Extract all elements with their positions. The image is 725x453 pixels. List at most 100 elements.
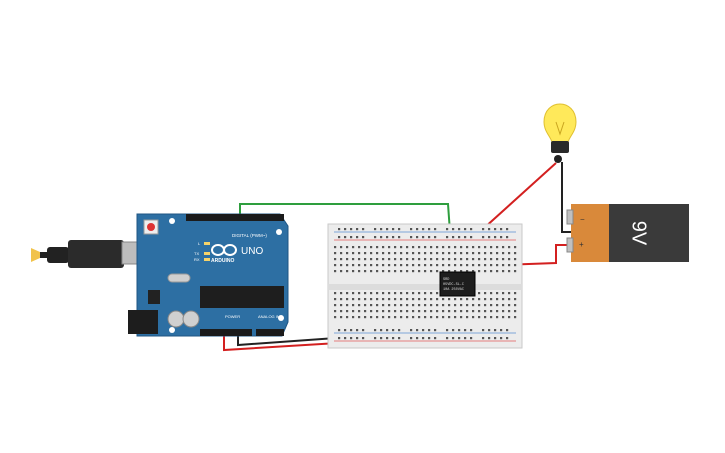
red-wire-5v[interactable] bbox=[223, 330, 339, 352]
breadboard-hole[interactable] bbox=[452, 236, 455, 239]
breadboard-hole[interactable] bbox=[398, 236, 401, 239]
breadboard-hole[interactable] bbox=[352, 264, 355, 267]
breadboard-hole[interactable] bbox=[454, 304, 457, 307]
breadboard-hole[interactable] bbox=[434, 236, 437, 239]
breadboard-hole[interactable] bbox=[502, 252, 505, 255]
breadboard-hole[interactable] bbox=[478, 270, 481, 273]
breadboard-hole[interactable] bbox=[514, 292, 517, 295]
breadboard-hole[interactable] bbox=[460, 316, 463, 319]
breadboard-hole[interactable] bbox=[346, 316, 349, 319]
breadboard-hole[interactable] bbox=[478, 316, 481, 319]
breadboard-hole[interactable] bbox=[352, 298, 355, 301]
breadboard-hole[interactable] bbox=[446, 228, 449, 231]
breadboard-hole[interactable] bbox=[508, 304, 511, 307]
breadboard-hole[interactable] bbox=[442, 298, 445, 301]
breadboard-hole[interactable] bbox=[392, 329, 395, 332]
breadboard-hole[interactable] bbox=[484, 246, 487, 249]
breadboard-hole[interactable] bbox=[482, 337, 485, 340]
breadboard-hole[interactable] bbox=[394, 292, 397, 295]
breadboard-hole[interactable] bbox=[494, 337, 497, 340]
breadboard-hole[interactable] bbox=[358, 246, 361, 249]
breadboard-hole[interactable] bbox=[466, 310, 469, 313]
breadboard-hole[interactable] bbox=[496, 298, 499, 301]
breadboard-hole[interactable] bbox=[370, 316, 373, 319]
breadboard-hole[interactable] bbox=[406, 292, 409, 295]
breadboard-hole[interactable] bbox=[502, 292, 505, 295]
breadboard-hole[interactable] bbox=[514, 264, 517, 267]
breadboard-hole[interactable] bbox=[506, 329, 509, 332]
breadboard-hole[interactable] bbox=[454, 252, 457, 255]
breadboard-hole[interactable] bbox=[358, 304, 361, 307]
breadboard-hole[interactable] bbox=[386, 337, 389, 340]
breadboard-hole[interactable] bbox=[376, 310, 379, 313]
breadboard-hole[interactable] bbox=[446, 329, 449, 332]
breadboard-hole[interactable] bbox=[496, 264, 499, 267]
breadboard-hole[interactable] bbox=[376, 252, 379, 255]
breadboard-hole[interactable] bbox=[496, 252, 499, 255]
breadboard-hole[interactable] bbox=[412, 310, 415, 313]
breadboard-hole[interactable] bbox=[346, 304, 349, 307]
breadboard-hole[interactable] bbox=[376, 292, 379, 295]
breadboard-hole[interactable] bbox=[418, 292, 421, 295]
breadboard-hole[interactable] bbox=[394, 310, 397, 313]
breadboard-hole[interactable] bbox=[382, 304, 385, 307]
breadboard-hole[interactable] bbox=[346, 258, 349, 261]
breadboard-hole[interactable] bbox=[442, 310, 445, 313]
breadboard-hole[interactable] bbox=[392, 228, 395, 231]
breadboard-hole[interactable] bbox=[410, 329, 413, 332]
breadboard-hole[interactable] bbox=[482, 228, 485, 231]
breadboard-hole[interactable] bbox=[338, 236, 341, 239]
breadboard-hole[interactable] bbox=[466, 264, 469, 267]
breadboard-hole[interactable] bbox=[400, 264, 403, 267]
breadboard-hole[interactable] bbox=[514, 310, 517, 313]
breadboard-hole[interactable] bbox=[406, 264, 409, 267]
breadboard-hole[interactable] bbox=[484, 270, 487, 273]
breadboard-hole[interactable] bbox=[340, 310, 343, 313]
breadboard-hole[interactable] bbox=[364, 292, 367, 295]
breadboard-hole[interactable] bbox=[380, 236, 383, 239]
breadboard-hole[interactable] bbox=[442, 304, 445, 307]
breadboard-hole[interactable] bbox=[388, 246, 391, 249]
breadboard-hole[interactable] bbox=[478, 304, 481, 307]
breadboard-hole[interactable] bbox=[340, 316, 343, 319]
breadboard-hole[interactable] bbox=[406, 316, 409, 319]
breadboard-hole[interactable] bbox=[406, 270, 409, 273]
breadboard-hole[interactable] bbox=[478, 298, 481, 301]
light-bulb[interactable] bbox=[543, 103, 577, 163]
breadboard-hole[interactable] bbox=[376, 246, 379, 249]
breadboard-hole[interactable] bbox=[484, 292, 487, 295]
breadboard-hole[interactable] bbox=[484, 316, 487, 319]
breadboard-hole[interactable] bbox=[514, 304, 517, 307]
breadboard-hole[interactable] bbox=[364, 270, 367, 273]
breadboard-hole[interactable] bbox=[364, 258, 367, 261]
breadboard-hole[interactable] bbox=[382, 298, 385, 301]
breadboard-hole[interactable] bbox=[358, 310, 361, 313]
breadboard-hole[interactable] bbox=[436, 270, 439, 273]
breadboard-hole[interactable] bbox=[460, 258, 463, 261]
breadboard-hole[interactable] bbox=[448, 310, 451, 313]
breadboard-hole[interactable] bbox=[484, 298, 487, 301]
breadboard-hole[interactable] bbox=[358, 264, 361, 267]
breadboard-hole[interactable] bbox=[344, 236, 347, 239]
breadboard-hole[interactable] bbox=[364, 246, 367, 249]
breadboard-hole[interactable] bbox=[442, 246, 445, 249]
breadboard-hole[interactable] bbox=[352, 304, 355, 307]
breadboard-hole[interactable] bbox=[424, 252, 427, 255]
breadboard-hole[interactable] bbox=[356, 228, 359, 231]
breadboard-hole[interactable] bbox=[418, 304, 421, 307]
breadboard-hole[interactable] bbox=[436, 264, 439, 267]
breadboard-hole[interactable] bbox=[338, 228, 341, 231]
breadboard-hole[interactable] bbox=[340, 304, 343, 307]
breadboard-hole[interactable] bbox=[496, 304, 499, 307]
breadboard-hole[interactable] bbox=[472, 246, 475, 249]
breadboard-hole[interactable] bbox=[464, 329, 467, 332]
breadboard-hole[interactable] bbox=[506, 228, 509, 231]
breadboard-hole[interactable] bbox=[490, 304, 493, 307]
breadboard-hole[interactable] bbox=[386, 329, 389, 332]
breadboard-hole[interactable] bbox=[380, 228, 383, 231]
breadboard-hole[interactable] bbox=[334, 252, 337, 255]
breadboard-hole[interactable] bbox=[466, 270, 469, 273]
breadboard-hole[interactable] bbox=[448, 298, 451, 301]
breadboard-hole[interactable] bbox=[460, 252, 463, 255]
breadboard-hole[interactable] bbox=[502, 246, 505, 249]
